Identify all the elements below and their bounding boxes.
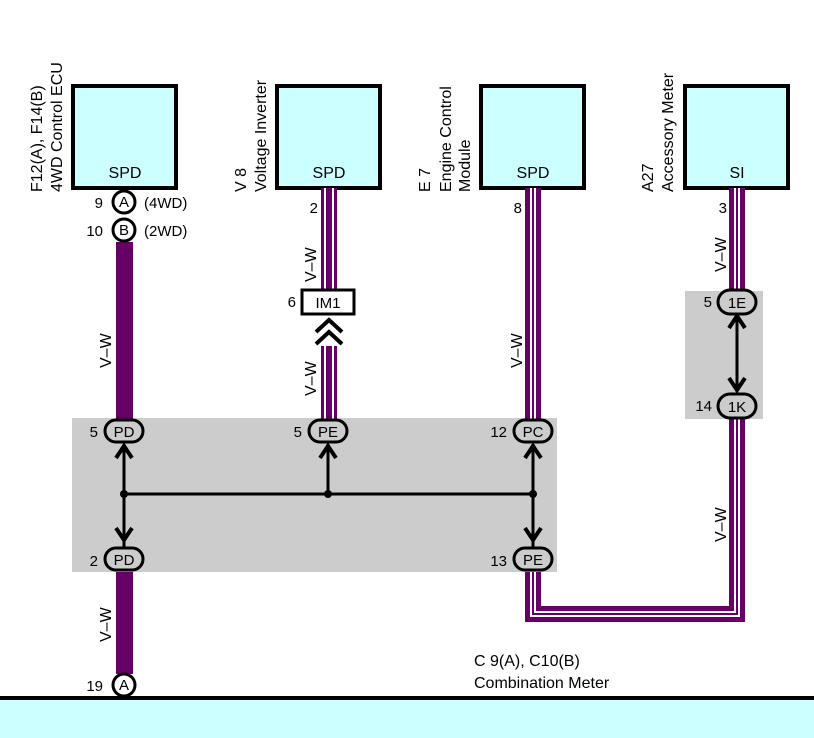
- component-code: E 7: [417, 168, 434, 192]
- svg-text:2: 2: [90, 553, 98, 570]
- connector-pin: 6: [288, 294, 296, 311]
- svg-text:PE: PE: [523, 552, 543, 569]
- pin-number: 2: [310, 200, 318, 217]
- svg-text:1K: 1K: [728, 399, 746, 416]
- connector-pe-top: 5 PE: [294, 418, 349, 444]
- svg-text:5: 5: [294, 424, 302, 441]
- component-code: V 8: [233, 168, 250, 192]
- component-accessory-meter: SI: [683, 84, 790, 190]
- terminal-label: SPD: [313, 165, 346, 182]
- wire-color-label: V–W: [713, 506, 730, 542]
- connector-b: B: [111, 217, 137, 243]
- terminal-label: SPD: [109, 165, 142, 182]
- svg-text:19: 19: [86, 678, 103, 695]
- wire-inverter: [321, 188, 337, 420]
- wire-color-label: V–W: [713, 236, 730, 272]
- splice-dot: [120, 490, 128, 498]
- svg-text:5: 5: [704, 294, 712, 311]
- pin-number: 9: [95, 195, 103, 212]
- connector-pe-bottom: 13 PE: [490, 546, 554, 572]
- svg-text:PE: PE: [318, 424, 338, 441]
- svg-text:14: 14: [695, 398, 712, 415]
- svg-text:A: A: [119, 677, 129, 694]
- combination-meter-code: C 9(A), C10(B): [474, 653, 580, 670]
- svg-text:13: 13: [490, 553, 507, 570]
- pin-note: (4WD): [144, 195, 187, 212]
- wire-color-label: V–W: [509, 332, 526, 368]
- combination-meter-name: Combination Meter: [474, 675, 610, 692]
- splice-dot: [529, 490, 537, 498]
- component-name-line2: Module: [457, 139, 474, 192]
- component-name: Accessory Meter: [660, 72, 677, 192]
- component-code: A27: [640, 163, 657, 192]
- terminal-label: SPD: [517, 165, 550, 182]
- connector-im1: 6 IM1: [288, 288, 356, 346]
- svg-text:1E: 1E: [728, 295, 746, 312]
- svg-text:B: B: [119, 222, 129, 239]
- svg-text:PD: PD: [114, 424, 135, 441]
- pin-number: 8: [514, 200, 522, 217]
- connector-pc-top: 12 PC: [490, 418, 554, 444]
- connector-a19: 19 A: [86, 672, 137, 698]
- wire-color-label: V–W: [98, 332, 115, 368]
- connector-1e: 5 1E: [704, 288, 758, 316]
- wire-ecm-to-meter: [525, 188, 745, 622]
- connector-pd-top: 5 PD: [90, 418, 145, 444]
- component-engine-control-module: SPD: [479, 84, 586, 190]
- connector-1k: 14 1K: [695, 392, 758, 420]
- wire-left: [116, 242, 133, 674]
- pin-number: 10: [86, 223, 103, 240]
- wire-color-label: V–W: [303, 360, 320, 396]
- svg-text:5: 5: [90, 424, 98, 441]
- wire-color-label: V–W: [98, 606, 115, 642]
- pin-number: 3: [719, 200, 727, 217]
- wire-color-label: V–W: [303, 246, 320, 282]
- component-name: Engine Control: [438, 86, 455, 192]
- svg-text:PC: PC: [523, 424, 544, 441]
- component-name: 4WD Control ECU: [49, 62, 66, 192]
- component-4wd-ecu: SPD: [71, 84, 178, 190]
- connector-pd-bottom: 2 PD: [90, 546, 145, 572]
- svg-text:IM1: IM1: [315, 295, 340, 312]
- connector-a: A: [111, 189, 137, 215]
- component-code: F12(A), F14(B): [29, 85, 46, 192]
- component-voltage-inverter: SPD: [275, 84, 382, 190]
- terminal-label: SI: [729, 165, 744, 182]
- splice-dot: [324, 490, 332, 498]
- junction-arrows: [114, 442, 543, 544]
- pin-note: (2WD): [144, 223, 187, 240]
- svg-text:PD: PD: [114, 552, 135, 569]
- svg-text:12: 12: [490, 424, 507, 441]
- component-name: Voltage Inverter: [253, 79, 270, 192]
- connector-arrows: [727, 312, 747, 394]
- combination-meter: C 9(A), C10(B) Combination Meter: [0, 653, 814, 738]
- svg-text:A: A: [119, 194, 129, 211]
